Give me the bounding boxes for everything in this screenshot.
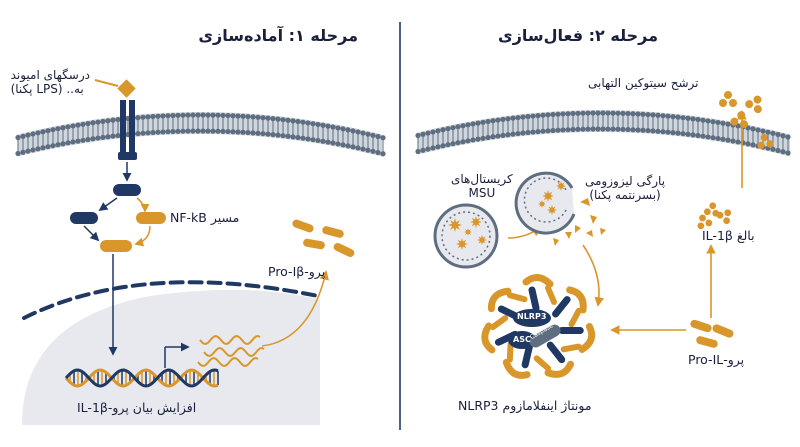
msu-crystal-vesicle <box>433 203 499 269</box>
msu-label: کریستال‌های MSU <box>451 172 513 201</box>
expression-label: افزایش بیان پرو-IL-1β <box>77 400 197 415</box>
tlr-receptor <box>118 100 137 160</box>
signal-protein <box>113 184 141 196</box>
lysosome-crystal-icons <box>538 181 566 215</box>
transcription-arrow <box>164 342 190 368</box>
secretion-label: ترشح سیتوکین التهابی <box>588 76 699 90</box>
branch-arrow-navy <box>98 197 118 212</box>
lysosome-rupture-fragments <box>553 198 606 246</box>
nlrp3-inflammasome-ring <box>481 274 596 379</box>
lysosome-label: پارگی لیزوزومی (بسرنتمه پکنا) <box>585 174 666 203</box>
mrna-strands <box>197 334 265 368</box>
mature-il1b-molecules <box>697 91 774 230</box>
pro-il1b-label-right: پرو-Pro-IL <box>688 352 745 367</box>
pro-il1b-label-left: پرو-Pro-Iβ <box>268 264 326 279</box>
mature-il1b-label: بالغ IL-1β <box>702 228 755 243</box>
msu-crystal-icons <box>448 216 487 250</box>
asc-core-text: ASC <box>513 335 531 344</box>
export-arrow <box>261 270 329 347</box>
branch-arrow-gold <box>136 197 150 213</box>
lysosome-to-inflammasome-arrow <box>582 244 604 307</box>
inflammasome-core <box>508 309 561 349</box>
dna-double-helix <box>64 368 219 388</box>
nfkb-pathway-label: مسیر NF-kB <box>170 210 240 225</box>
ligand-label: درسگهای امیوند به.. (LPS پکنا) <box>10 68 90 97</box>
cell-membrane-left <box>15 112 386 157</box>
ikb-to-complex-arrow <box>83 225 100 242</box>
lysosome <box>514 171 576 235</box>
nfkb-protein <box>136 212 166 224</box>
nfkb-to-complex-arrow <box>134 225 151 247</box>
cell-membrane-right <box>415 110 791 157</box>
nlrp3-core-text: NLRP3 <box>517 312 547 321</box>
stage2-title: مرحله ۲: فعال‌سازی <box>498 26 658 45</box>
stage1-title: مرحله ۱: آماده‌سازی <box>198 26 358 45</box>
ikb-protein <box>70 212 98 224</box>
pro-il1b-molecules-left <box>292 219 355 257</box>
inflammasome-label: مونتاژ اینفلامازوم NLRP3 <box>458 398 592 413</box>
pro-il1b-molecules-right <box>690 319 734 348</box>
nfkb-complex <box>100 240 132 252</box>
lps-ligand-icon <box>94 79 136 98</box>
nuclear-envelope <box>22 280 320 320</box>
nucleus <box>22 289 320 425</box>
